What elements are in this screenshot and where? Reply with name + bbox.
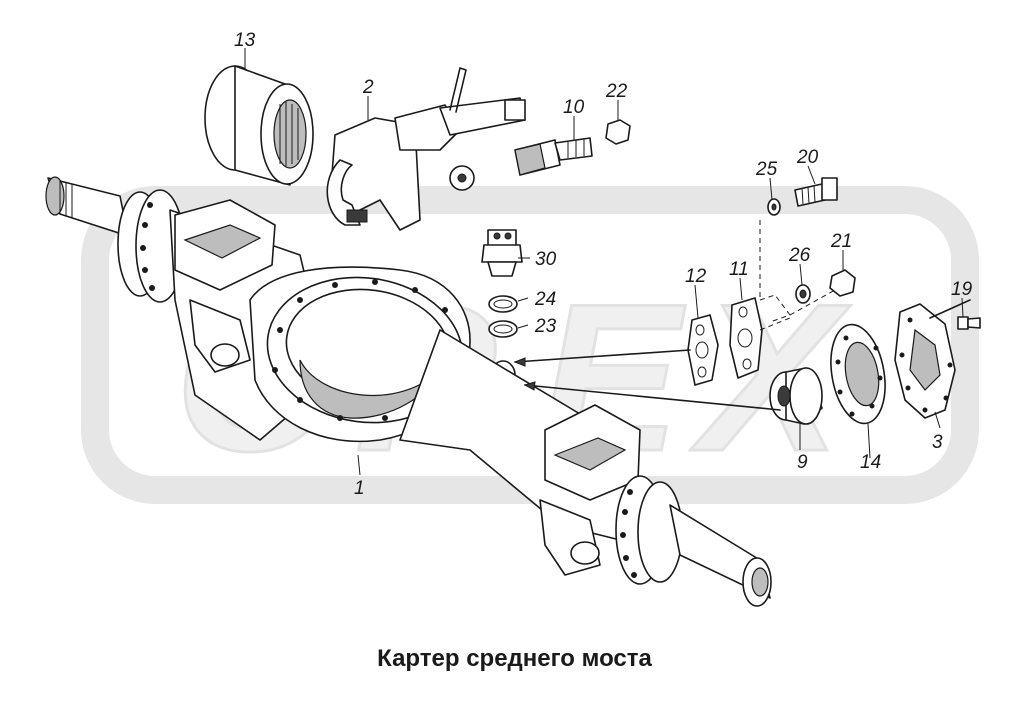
callout-10: 10 xyxy=(563,97,585,118)
bearing-cage xyxy=(204,65,314,186)
svg-text:X: X xyxy=(690,260,851,495)
gasket xyxy=(687,314,719,386)
callout-30: 30 xyxy=(535,249,557,270)
callout-20: 20 xyxy=(796,147,819,168)
watermark-logo: O P E X xyxy=(81,186,979,504)
callout-9: 9 xyxy=(797,452,808,473)
hex-nut xyxy=(829,269,856,297)
leader-lines xyxy=(244,48,964,476)
bolt xyxy=(794,177,838,207)
o-ring-24 xyxy=(488,295,518,313)
cover-plate xyxy=(729,297,763,379)
callout-25: 25 xyxy=(755,159,778,180)
callout-23: 23 xyxy=(534,316,557,337)
callout-14: 14 xyxy=(860,452,881,473)
pin xyxy=(514,137,593,176)
sensor xyxy=(481,229,523,277)
callout-11: 11 xyxy=(729,259,749,280)
screw xyxy=(957,316,981,330)
callout-1: 1 xyxy=(354,478,365,499)
end-cover xyxy=(894,299,971,419)
shift-fork xyxy=(326,67,526,231)
flange-gasket xyxy=(830,323,886,425)
nut xyxy=(605,119,631,145)
callout-labels: 13 2 22 10 25 20 30 24 23 12 11 26 21 19… xyxy=(234,30,973,499)
axle-housing xyxy=(45,176,772,607)
callout-2: 2 xyxy=(362,77,374,98)
callout-12: 12 xyxy=(685,266,707,287)
bushing xyxy=(769,367,823,425)
callout-26: 26 xyxy=(788,245,811,266)
o-ring-23 xyxy=(488,320,518,338)
callout-13: 13 xyxy=(234,30,256,51)
callout-21: 21 xyxy=(830,231,852,252)
washer-small xyxy=(767,198,781,216)
callout-3: 3 xyxy=(932,432,943,453)
callout-22: 22 xyxy=(605,81,628,102)
diagram-caption: Картер среднего моста xyxy=(377,645,652,672)
callout-19: 19 xyxy=(951,279,973,300)
spring-washer xyxy=(795,284,811,304)
callout-24: 24 xyxy=(534,289,556,310)
